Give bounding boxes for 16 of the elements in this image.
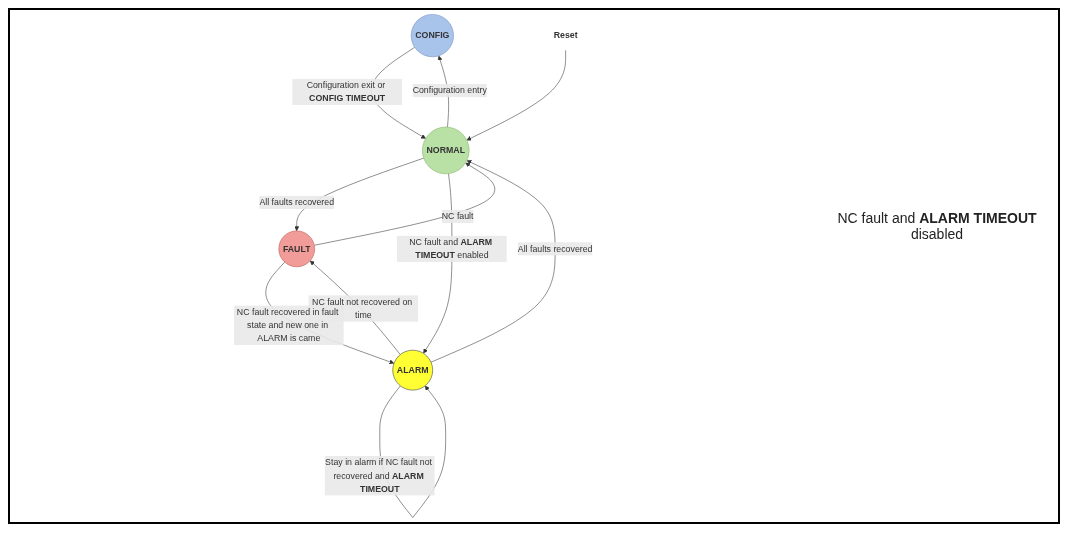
edge-label: NC fault: [441, 211, 474, 221]
edge-label: All faults recovered: [517, 243, 593, 254]
edge-label: time: [355, 310, 372, 320]
node-circle: FAULT: [278, 230, 315, 268]
edge-label: NC fault and ALARM TIMEOUT enabled: [409, 237, 493, 260]
node-text: Reset: [553, 30, 578, 40]
edge-label: NC fault recovered in fault state and new one in ALARM is came: [236, 307, 339, 343]
note-text: NC fault and ALARM TIMEOUT disabled: [836, 210, 1038, 242]
edge-label: Stay in alarm if NC fault not recovered and ALARM TIMEOUT: [325, 457, 433, 494]
edge-label: Configuration exit or CONFIG TIMEOUT: [306, 80, 386, 103]
edge-label: NC fault not recovered on: [312, 296, 413, 307]
node-circle: NORMAL: [422, 126, 470, 175]
edge-label: All faults recovered: [259, 197, 335, 207]
node-circle: ALARM: [392, 349, 433, 391]
edge-label: Configuration entry: [412, 85, 487, 96]
node-circle: CONFIG: [410, 14, 454, 58]
